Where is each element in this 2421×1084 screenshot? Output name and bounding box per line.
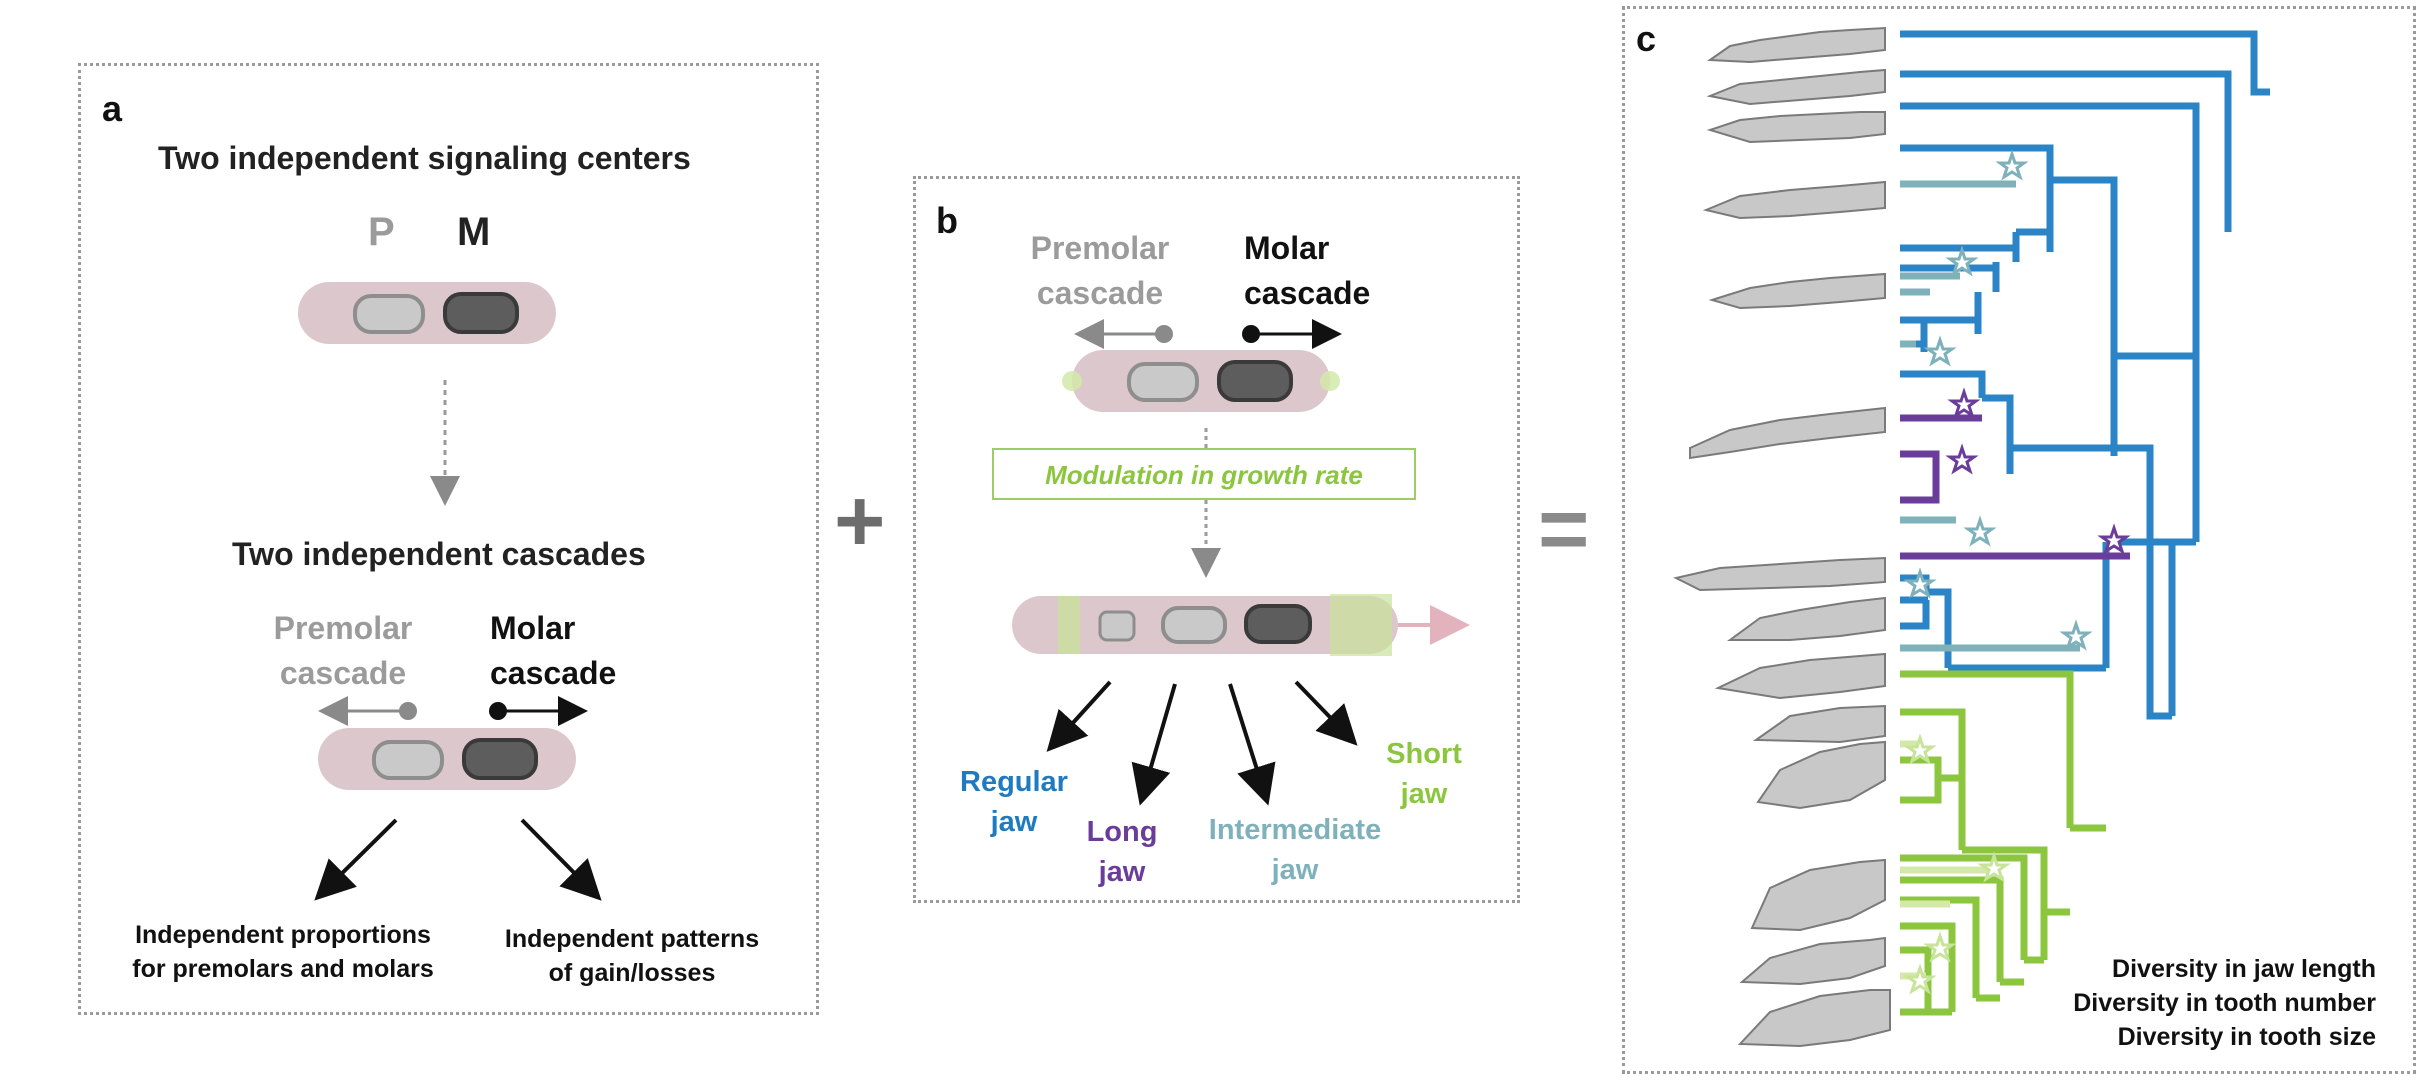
panel-a-p-label: P [368,210,395,254]
short-jaw-label: Short jaw [1364,734,1484,814]
star-marker [1947,387,1981,419]
intermediate-jaw-line2: jaw [1271,854,1319,886]
regular-jaw-label: Regular jaw [944,762,1084,842]
star-marker [1903,733,1937,765]
jaw-specimens [1673,26,1891,1048]
plus-sign: + [834,471,886,570]
diversity-tooth-size: Diversity in tooth size [2117,1023,2376,1051]
equals-sign: = [1538,479,1590,578]
long-jaw-label: Long jaw [1072,812,1172,892]
panel-b-premolar-line1: Premolar [1030,230,1170,266]
panel-a-title: Two independent signaling centers [158,140,691,176]
tree-branches-short [1900,670,2106,1016]
panel-a-outcome-right-line1: Independent patterns [504,925,760,953]
intermediate-jaw-label: Intermediate jaw [1186,810,1404,890]
panel-b-cascade-arrows [1074,319,1342,349]
star-marker [1923,931,1957,963]
panel-b-molar-line1: Molar [1244,230,1330,266]
phylogeny-tree [1900,30,2270,1016]
tree-branches-intermediate [1900,180,2080,652]
short-jaw-line1: Short [1386,738,1462,770]
long-jaw-line1: Long [1086,816,1158,848]
panel-a-cascade-jaw [318,728,576,790]
panel-a-premolar-line1: Premolar [273,610,413,646]
panel-b-letter: b [936,200,958,241]
panel-a-cascade-arrows [318,696,588,726]
panel-a-outcome-arrows [314,818,602,901]
panel-a-subtitle: Two independent cascades [232,536,646,572]
star-marker [1923,335,1957,367]
star-marker [1963,515,1997,547]
panel-a-outcome-left-line1: Independent proportions [135,921,431,949]
star-marker [1977,851,2011,883]
panel-a-letter: a [102,88,123,129]
star-marker [1945,245,1979,277]
modulation-label: Modulation in growth rate [1045,460,1363,490]
panel-c [1622,6,2416,1074]
intermediate-jaw-line1: Intermediate [1208,814,1382,846]
tree-branches-long [1900,414,2130,560]
panel-a-outcome-right: Independent patterns of gain/losses [482,922,782,990]
tree-branches-regular [1900,30,2270,720]
panel-b [913,176,1520,903]
panel-b-molar-label: Molar cascade [1244,226,1370,316]
star-marker [2097,523,2131,555]
panel-a-molar-label: Molar cascade [490,606,616,696]
regular-jaw-line2: jaw [990,806,1038,838]
star-marker [1995,149,2029,181]
panel-a-signaling-jaw [298,282,556,344]
panel-a-outcome-left: Independent proportions for premolars an… [118,918,448,986]
panel-b-molar-line2: cascade [1244,275,1371,311]
star-marker [1945,443,1979,475]
diversity-tooth-number: Diversity in tooth number [2073,989,2376,1017]
panel-c-letter: c [1636,18,1657,59]
panel-b-top-jaw [1062,350,1340,412]
panel-a-molar-line2: cascade [490,655,617,691]
diversity-jaw-length: Diversity in jaw length [2112,955,2376,983]
short-jaw-line2: jaw [1400,778,1448,810]
panel-a [78,63,819,1015]
long-jaw-line2: jaw [1098,856,1146,888]
panel-a-premolar-line2: cascade [279,655,407,691]
tree-stars [1903,149,2131,995]
star-marker [1903,963,1937,995]
panel-a-outcome-left-line2: for premolars and molars [132,955,434,983]
panel-b-growing-jaw [1012,594,1470,656]
star-marker [2059,619,2093,651]
panel-b-outcome-arrows [1046,680,1358,806]
panel-b-premolar-label: Premolar cascade [1020,226,1180,316]
diversity-labels: Diversity in jaw length Diversity in too… [2000,952,2376,1054]
panel-a-m-label: M [457,210,491,254]
regular-jaw-line1: Regular [960,766,1068,798]
panel-a-premolar-label: Premolar cascade [268,606,418,696]
star-marker [1903,567,1937,599]
panel-a-molar-line1: Molar [490,610,576,646]
modulation-box [992,448,1416,500]
panel-a-outcome-right-line2: of gain/losses [548,959,716,987]
panel-b-premolar-line2: cascade [1036,275,1164,311]
